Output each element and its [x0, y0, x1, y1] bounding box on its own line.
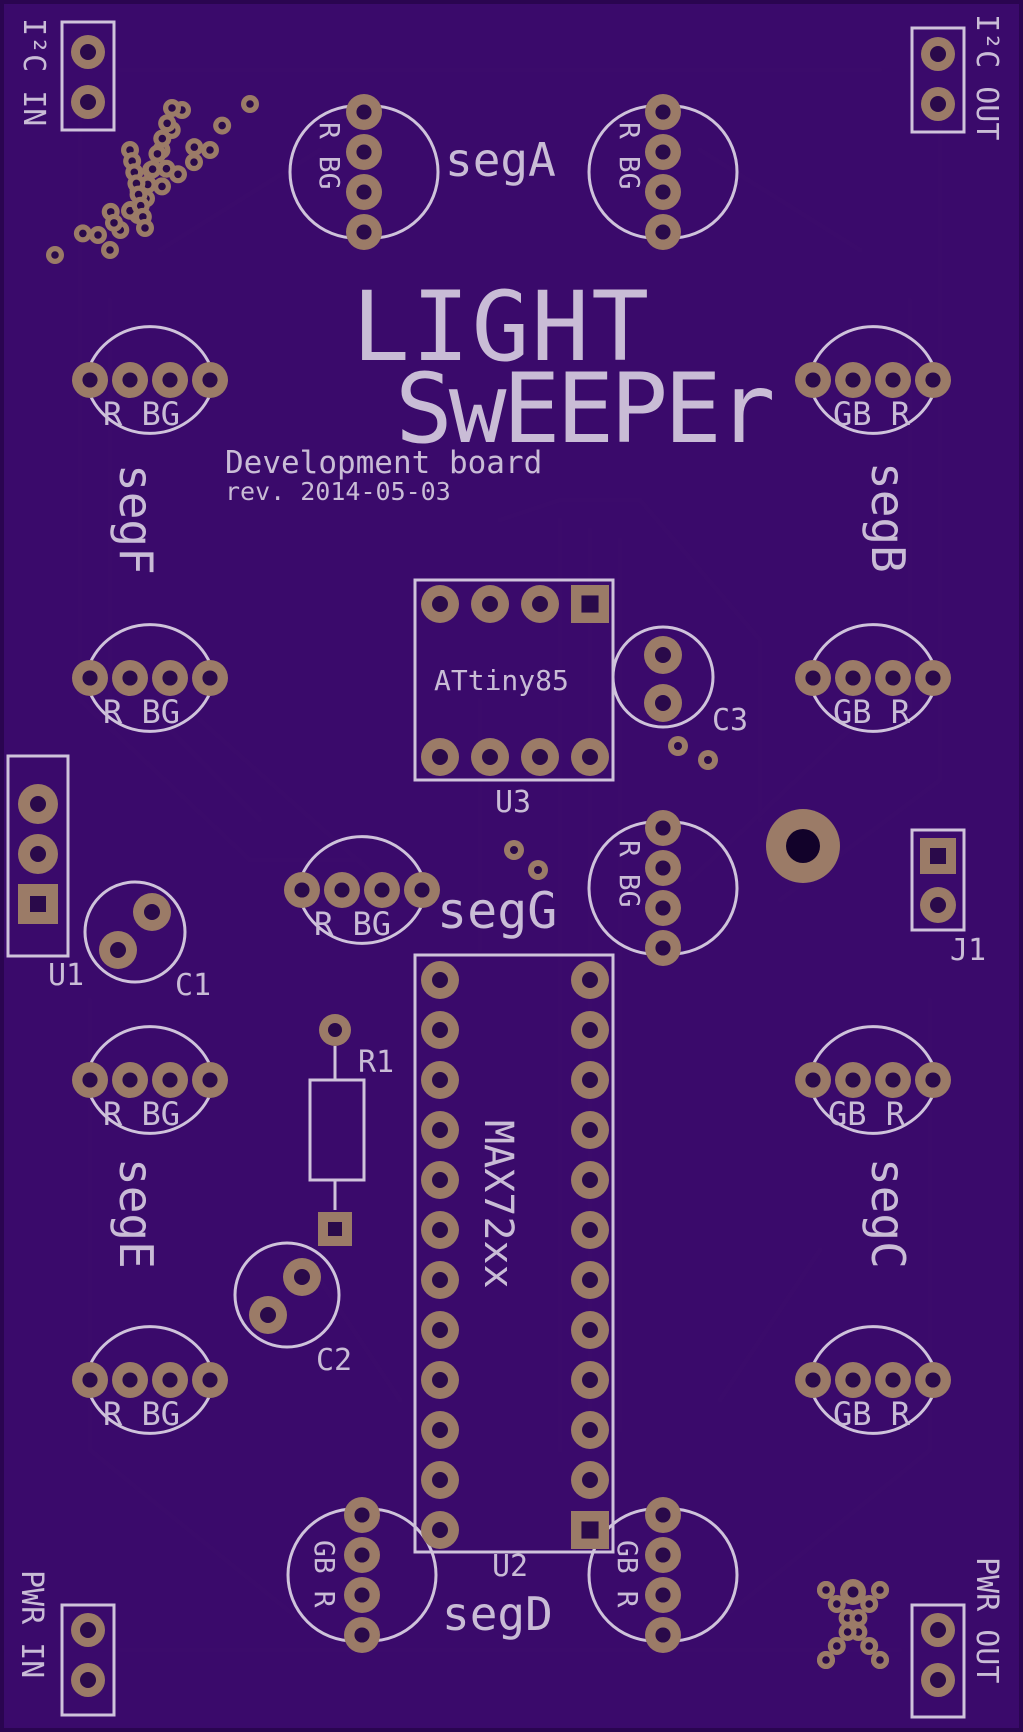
- led-7: GB R: [795, 623, 951, 733]
- u1-regulator: U1: [6, 754, 84, 993]
- led-3: R BG: [284, 835, 440, 945]
- copper-traces: [77, 67, 943, 1653]
- c3-capacitor: C3: [611, 625, 748, 738]
- segment-d-label: segD: [442, 1587, 553, 1641]
- segment-e-label: segE: [109, 1158, 163, 1269]
- pwr-in-label: PWR IN: [14, 1570, 49, 1678]
- max-label: MAX72xx: [475, 1120, 521, 1289]
- led-vertical-4: GB R: [286, 1497, 438, 1653]
- i2c-out-header: I²C OUT: [910, 14, 1004, 140]
- led-5: R BG: [72, 1325, 228, 1435]
- i2c-out-label: I²C OUT: [969, 14, 1004, 140]
- led-pin-label: R BG: [103, 1395, 180, 1433]
- c2-label: C2: [316, 1343, 352, 1378]
- board-revision: rev. 2014-05-03: [225, 477, 451, 506]
- led-9: GB R: [795, 1325, 951, 1435]
- led-pin-label: GB R: [308, 1540, 341, 1608]
- attiny-label: ATtiny85: [434, 664, 569, 697]
- led-pin-label: R BG: [103, 395, 180, 433]
- segment-g-label: segG: [437, 882, 557, 940]
- led-pin-label: GB R: [611, 1540, 644, 1608]
- segment-f-label: segF: [109, 464, 163, 575]
- c3-label: C3: [712, 703, 748, 738]
- u3-label: U3: [495, 785, 531, 820]
- led-2: R BG: [72, 623, 228, 733]
- board-title-line1: LIGHT: [352, 271, 651, 383]
- via-fan-top-left: [46, 95, 259, 264]
- led-8: GB R: [795, 1025, 951, 1135]
- led-array: R BG R BG R BG R BG R BG GB R GB R GB R GB R R BG…: [72, 94, 951, 1653]
- led-pin-label: GB R: [833, 693, 911, 731]
- led-1: R BG: [72, 325, 228, 435]
- u2-label: U2: [492, 1549, 528, 1584]
- led-pin-label: R BG: [313, 122, 346, 189]
- c1-capacitor: C1: [83, 880, 211, 1003]
- board-face: [4, 4, 1019, 1728]
- r1-label: R1: [358, 1045, 394, 1080]
- led-vertical-3: R BG: [587, 810, 739, 966]
- led-vertical-1: R BG: [288, 94, 440, 250]
- pwr-out-label: PWR OUT: [969, 1557, 1004, 1683]
- led-pin-label: R BG: [613, 122, 646, 189]
- u1-label: U1: [48, 958, 84, 993]
- led-6: GB R: [795, 325, 951, 435]
- led-vertical-5: GB R: [587, 1497, 739, 1653]
- segment-b-label: segB: [861, 462, 915, 573]
- i2c-in-header: I²C IN: [16, 18, 116, 132]
- u3-attiny85: ATtiny85 U3: [413, 578, 615, 820]
- led-pin-label: R BG: [103, 693, 180, 731]
- board-title-line2: SwEEPEr: [395, 353, 773, 465]
- segment-a-label: segA: [445, 133, 556, 187]
- c2-capacitor: C2: [233, 1241, 352, 1378]
- i2c-in-label: I²C IN: [16, 18, 51, 126]
- segment-c-label: segC: [861, 1158, 915, 1269]
- j1-label: J1: [950, 933, 986, 968]
- led-pin-label: R BG: [613, 840, 646, 907]
- u2-max72xx: MAX72xx U2: [413, 953, 615, 1584]
- led-pin-label: GB R: [828, 1095, 906, 1133]
- led-pin-label: GB R: [833, 395, 911, 433]
- vias: [504, 736, 718, 880]
- via-fan-bottom-right: [817, 1579, 889, 1669]
- c1-label: C1: [175, 968, 211, 1003]
- pwr-out-header: PWR OUT: [910, 1557, 1004, 1719]
- led-pin-label: R BG: [314, 905, 391, 943]
- mounting-hole: [766, 809, 840, 883]
- led-pin-label: GB R: [833, 1395, 911, 1433]
- led-pin-label: R BG: [103, 1095, 180, 1133]
- board-subtitle: Development board: [225, 445, 542, 481]
- r1-resistor: R1: [308, 1014, 394, 1246]
- led-vertical-2: R BG: [587, 94, 739, 250]
- pwr-in-header: PWR IN: [14, 1570, 116, 1717]
- led-4: R BG: [72, 1025, 228, 1135]
- j1-jumper: J1: [910, 828, 986, 968]
